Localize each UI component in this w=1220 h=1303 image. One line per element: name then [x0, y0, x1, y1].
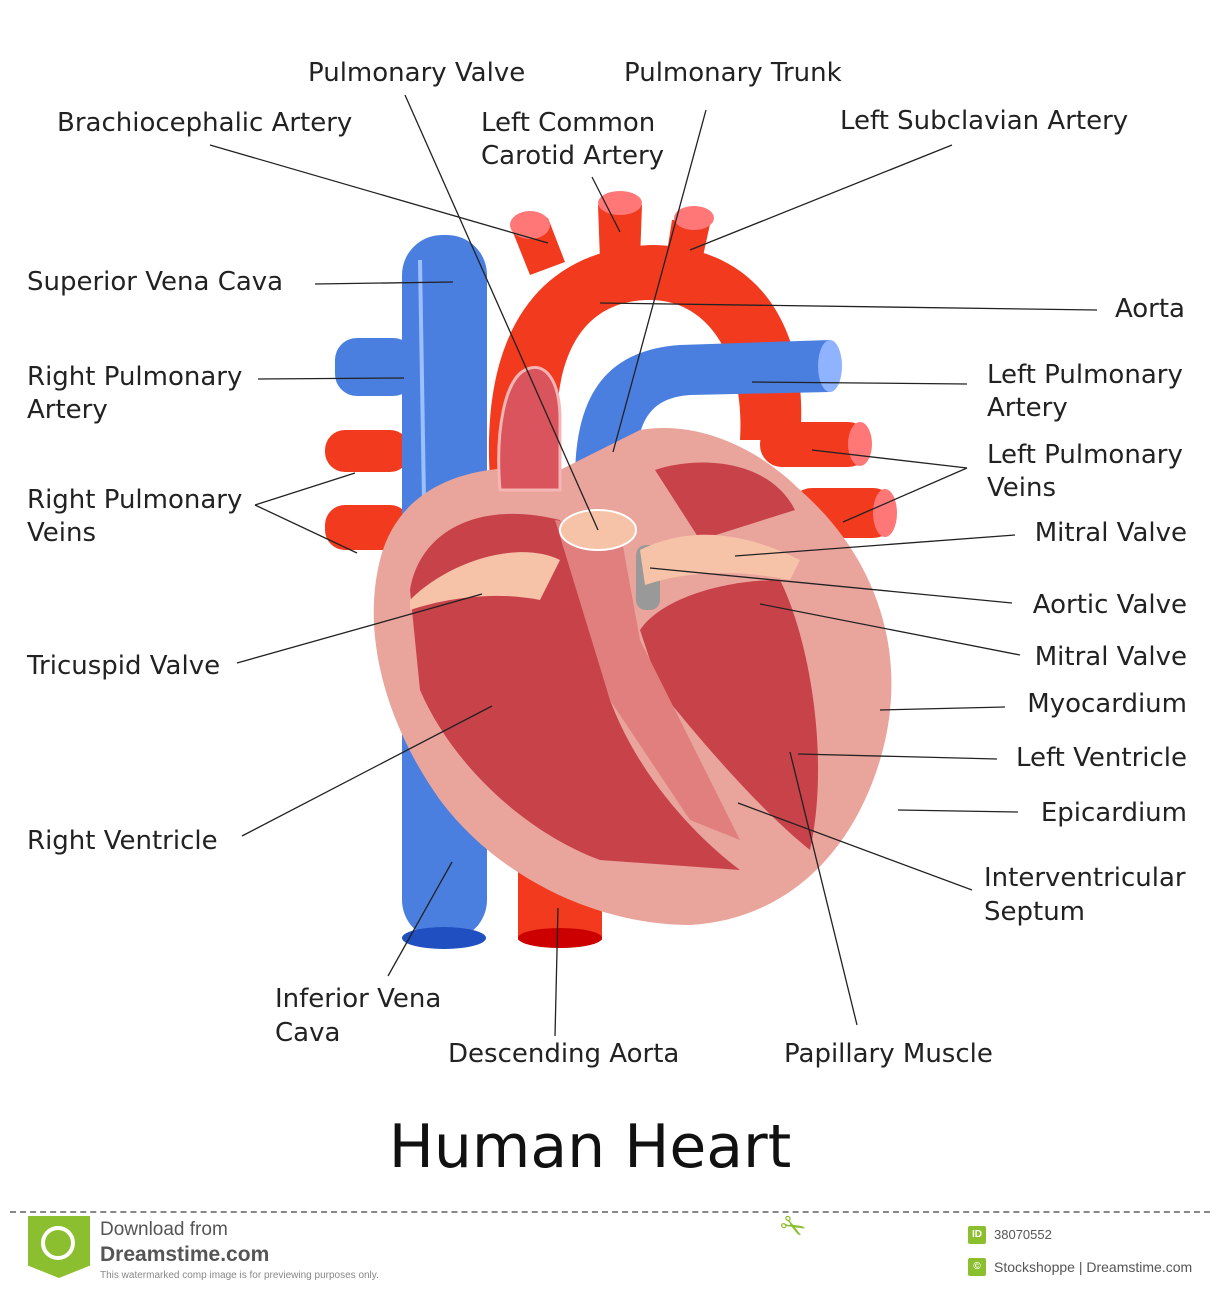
label-mitral-valve-upper: Mitral Valve [1035, 518, 1187, 548]
label-left-common-carotid-1: Left Common [481, 108, 655, 138]
download-from-text: Download from [100, 1219, 228, 1240]
label-right-pulmonary-artery-2: Artery [27, 395, 108, 425]
label-left-pulmonary-artery-1: Left Pulmonary [987, 360, 1183, 390]
label-aortic-valve: Aortic Valve [1033, 590, 1187, 620]
label-right-pulmonary-artery-1: Right Pulmonary [27, 362, 242, 392]
dashed-divider [10, 1211, 1210, 1213]
label-pulmonary-valve: Pulmonary Valve [308, 58, 525, 88]
heart-illustration [325, 191, 897, 949]
septum-shape [555, 520, 740, 840]
label-left-pulmonary-artery-2: Artery [987, 393, 1068, 423]
left-ventricle-shape [640, 580, 819, 850]
dreamstime-logo-icon [28, 1216, 90, 1278]
label-myocardium: Myocardium [1027, 689, 1187, 719]
label-left-pulmonary-veins-1: Left Pulmonary [987, 440, 1183, 470]
label-right-pulmonary-veins-2: Veins [27, 518, 96, 548]
label-papillary-muscle: Papillary Muscle [784, 1039, 993, 1069]
labels: Pulmonary Valve Pulmonary Trunk Brachioc… [26, 58, 1187, 1069]
pulmonary-trunk-shape [575, 340, 830, 480]
disclaimer-text: This watermarked comp image is for previ… [100, 1270, 379, 1281]
label-inferior-vena-cava-1: Inferior Vena [275, 984, 441, 1014]
aorta-shape [488, 245, 802, 480]
copyright-icon: © [968, 1258, 986, 1276]
heart-diagram: Pulmonary Valve Pulmonary Trunk Brachioc… [26, 58, 1187, 1182]
dreamstime-link[interactable]: Dreamstime.com [100, 1243, 270, 1266]
label-interventricular-septum-2: Septum [984, 897, 1085, 927]
diagram-title: Human Heart [389, 1112, 791, 1182]
image-id: 38070552 [994, 1227, 1052, 1242]
label-aorta: Aorta [1115, 294, 1185, 324]
label-inferior-vena-cava-2: Cava [275, 1018, 340, 1048]
label-tricuspid-valve: Tricuspid Valve [26, 651, 220, 681]
label-pulmonary-trunk: Pulmonary Trunk [624, 58, 842, 88]
label-descending-aorta: Descending Aorta [448, 1039, 679, 1069]
id-icon: ID [968, 1226, 986, 1244]
label-mitral-valve-lower: Mitral Valve [1035, 642, 1187, 672]
label-left-ventricle: Left Ventricle [1016, 743, 1187, 773]
label-interventricular-septum-1: Interventricular [984, 863, 1186, 893]
left-common-carotid-shape [598, 205, 642, 260]
credit-text: Stockshoppe | Dreamstime.com [994, 1259, 1193, 1275]
label-left-subclavian-artery: Left Subclavian Artery [840, 106, 1128, 136]
label-right-pulmonary-veins-1: Right Pulmonary [27, 485, 242, 515]
label-superior-vena-cava: Superior Vena Cava [27, 267, 283, 297]
watermark-footer: Download from Dreamstime.com This waterm… [0, 1206, 1220, 1303]
label-right-ventricle: Right Ventricle [27, 826, 218, 856]
label-left-common-carotid-2: Carotid Artery [481, 141, 664, 171]
right-ventricle-shape [410, 513, 740, 870]
label-epicardium: Epicardium [1041, 798, 1187, 828]
leader-lines [209, 94, 1098, 1037]
label-brachiocephalic-artery: Brachiocephalic Artery [57, 108, 352, 138]
label-left-pulmonary-veins-2: Veins [987, 473, 1056, 503]
left-atrium-shape [655, 462, 795, 540]
